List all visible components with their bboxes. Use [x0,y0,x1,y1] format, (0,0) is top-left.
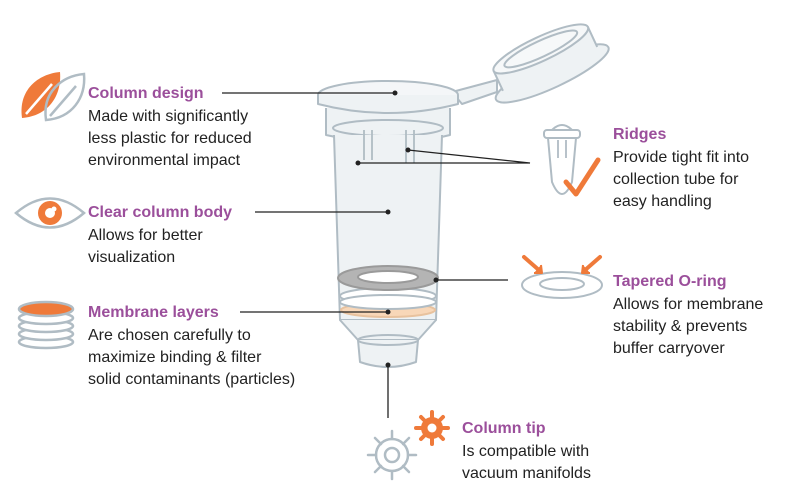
column-lid [451,23,610,105]
callout-text: vacuum manifolds [462,465,591,482]
gears-icon [366,410,450,481]
callout-text: visualization [88,249,176,266]
callout-column-tip: Column tip Is compatible with vacuum man… [462,419,591,485]
o-ring-icon [521,255,603,299]
callout-membrane-layers: Membrane layers Are chosen carefully to … [88,303,295,391]
eye-icon [14,197,86,229]
callout-text: Made with significantly [88,108,249,125]
spin-column [317,23,610,368]
leader-lines [222,90,531,418]
callout-text: Is compatible with [462,443,590,460]
callout-tapered-o-ring: Tapered O-ring Allows for membrane stabi… [613,272,763,360]
membrane-stack-icon [17,300,75,350]
callout-column-design: Column design Made with significantly le… [88,84,252,172]
callout-text: easy handling [613,193,712,210]
callout-text: Provide tight fit into [613,149,750,166]
leader-ridges [358,149,531,164]
leaf-icon [21,72,86,122]
callout-text: environmental impact [88,152,241,169]
callout-ridges: Ridges Provide tight fit into collection… [613,125,749,213]
callout-text: less plastic for reduced [88,130,252,147]
callout-title: Clear column body [88,204,233,221]
callout-text: collection tube for [613,171,739,188]
callout-text: maximize binding & filter [88,349,262,366]
callout-text: solid contaminants (particles) [88,371,296,388]
callout-title: Column tip [462,420,546,437]
callout-text: Allows for better [88,227,203,244]
callout-text: Are chosen carefully to [88,327,251,344]
callout-text: buffer carryover [613,340,725,357]
callout-title: Column design [88,85,204,102]
callout-title: Ridges [613,126,667,143]
callout-title: Membrane layers [88,304,219,321]
tube-check-icon [543,124,601,197]
callout-title: Tapered O-ring [613,273,727,290]
callout-clear-body: Clear column body Allows for better visu… [88,203,232,269]
callout-text: Allows for membrane [613,296,764,313]
callout-text: stability & prevents [613,318,748,335]
